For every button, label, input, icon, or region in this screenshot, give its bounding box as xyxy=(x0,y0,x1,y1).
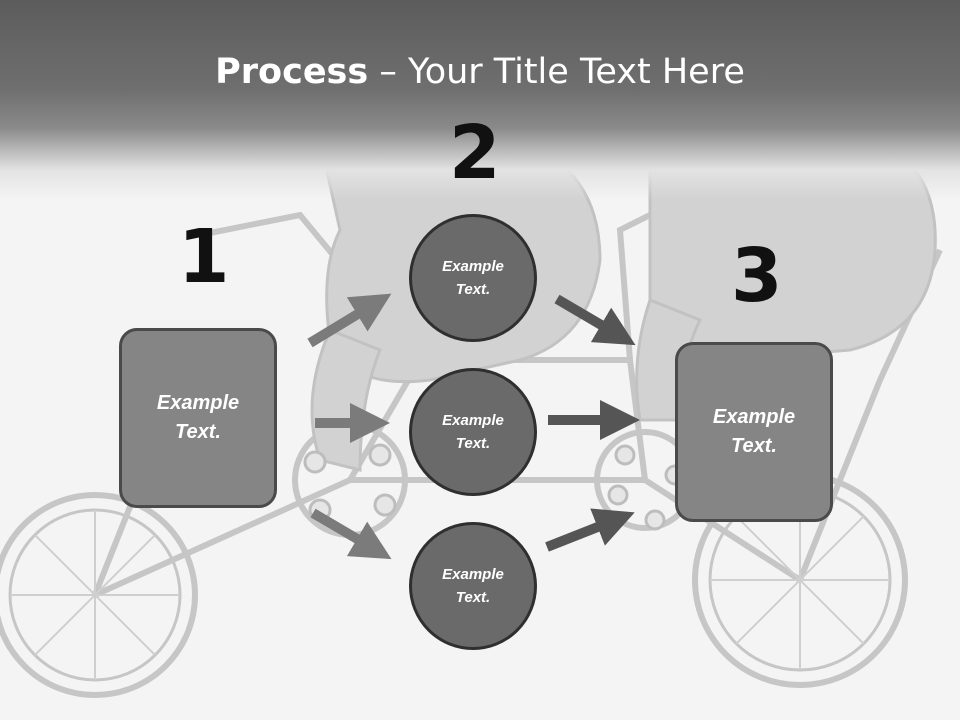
circle-middle: Example Text. xyxy=(409,368,537,496)
circle-bottom-text: Example Text. xyxy=(442,566,504,606)
step-1-box: Example Text. xyxy=(119,328,277,508)
title-rest: – Your Title Text Here xyxy=(368,52,745,92)
step-3-box: Example Text. xyxy=(675,342,833,522)
step-1-text: Example Text. xyxy=(156,392,240,443)
circle-bottom: Example Text. xyxy=(409,522,537,650)
title-bold: Process xyxy=(215,52,369,92)
circle-top-text: Example Text. xyxy=(442,258,504,298)
circle-middle-text: Example Text. xyxy=(442,412,504,452)
arrow-top-to-3 xyxy=(554,294,636,346)
step-3-text: Example Text. xyxy=(712,406,796,457)
arrow-bottom-to-3 xyxy=(545,508,635,552)
arrow-1-to-bottom xyxy=(310,508,392,560)
step-number-3: 3 xyxy=(731,233,783,319)
circle-top: Example Text. xyxy=(409,214,537,342)
step-number-2: 2 xyxy=(449,110,501,196)
slide-title: Process – Your Title Text Here xyxy=(0,52,960,92)
title-band xyxy=(0,0,960,200)
arrow-1-to-top xyxy=(307,293,392,348)
step-number-1: 1 xyxy=(178,214,230,300)
